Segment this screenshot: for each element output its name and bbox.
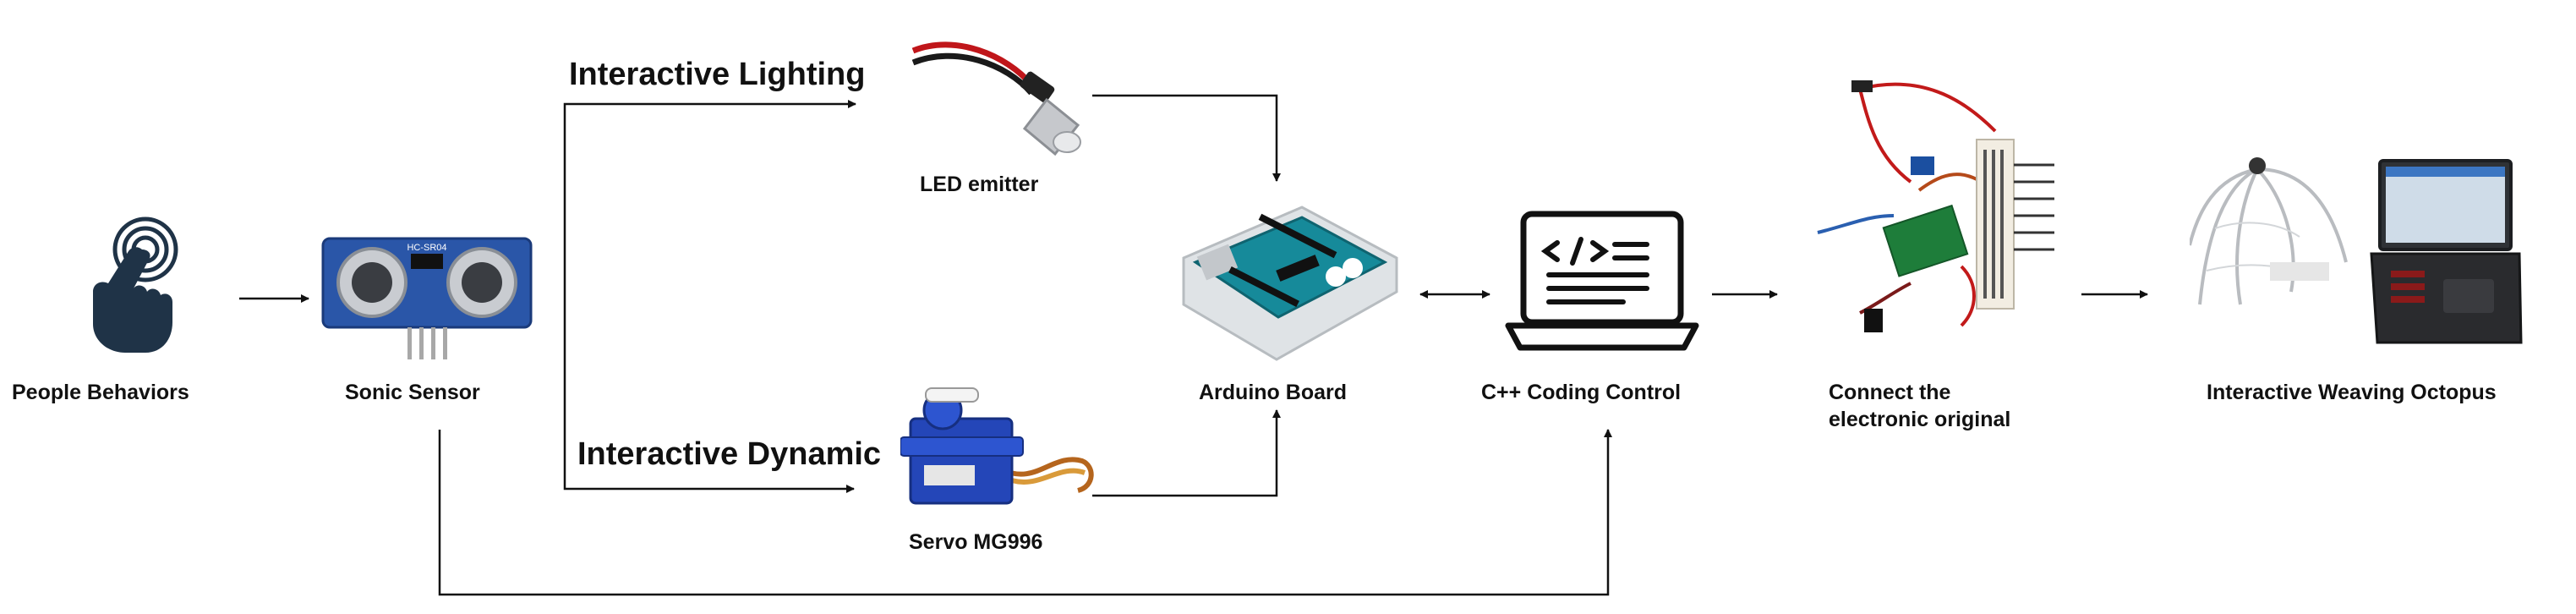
arrow-led-to-arduino (1092, 94, 1281, 182)
label-people-behaviors: People Behaviors (12, 381, 189, 404)
label-interactive-dynamic: Interactive Dynamic (577, 436, 882, 472)
breadboard-circuit-icon (1817, 80, 2054, 332)
weaving-octopus-icon (2190, 157, 2523, 344)
led-emitter-icon (911, 41, 1081, 156)
ultrasonic-sensor-icon: HC-SR04 (321, 237, 533, 359)
label-connect-line-1: Connect the (1829, 381, 1951, 404)
label-arduino-board: Arduino Board (1199, 381, 1347, 404)
arrow-servo-to-arduino (1092, 409, 1281, 497)
label-sonic-sensor: Sonic Sensor (345, 381, 480, 404)
branch-line-lighting (563, 100, 856, 233)
label-connect-electronic: Connect the electronic original (1829, 379, 2065, 433)
laptop-code-icon (1505, 211, 1699, 351)
branch-line-dynamic (563, 233, 855, 493)
arduino-board-icon (1182, 206, 1398, 361)
label-connect-line-2: electronic original (1829, 408, 2011, 431)
label-led-emitter: LED emitter (920, 173, 1039, 196)
feedback-line-sensor-to-coding (438, 429, 1612, 596)
servo-motor-icon (900, 387, 1094, 505)
label-interactive-weaving-octopus: Interactive Weaving Octopus (2207, 381, 2497, 404)
label-servo: Servo MG996 (909, 530, 1043, 554)
label-interactive-lighting: Interactive Lighting (569, 57, 866, 92)
hand-touch-icon (93, 217, 178, 353)
label-cpp-coding-control: C++ Coding Control (1481, 381, 1682, 404)
sensor-board-text: HC-SR04 (407, 243, 446, 253)
